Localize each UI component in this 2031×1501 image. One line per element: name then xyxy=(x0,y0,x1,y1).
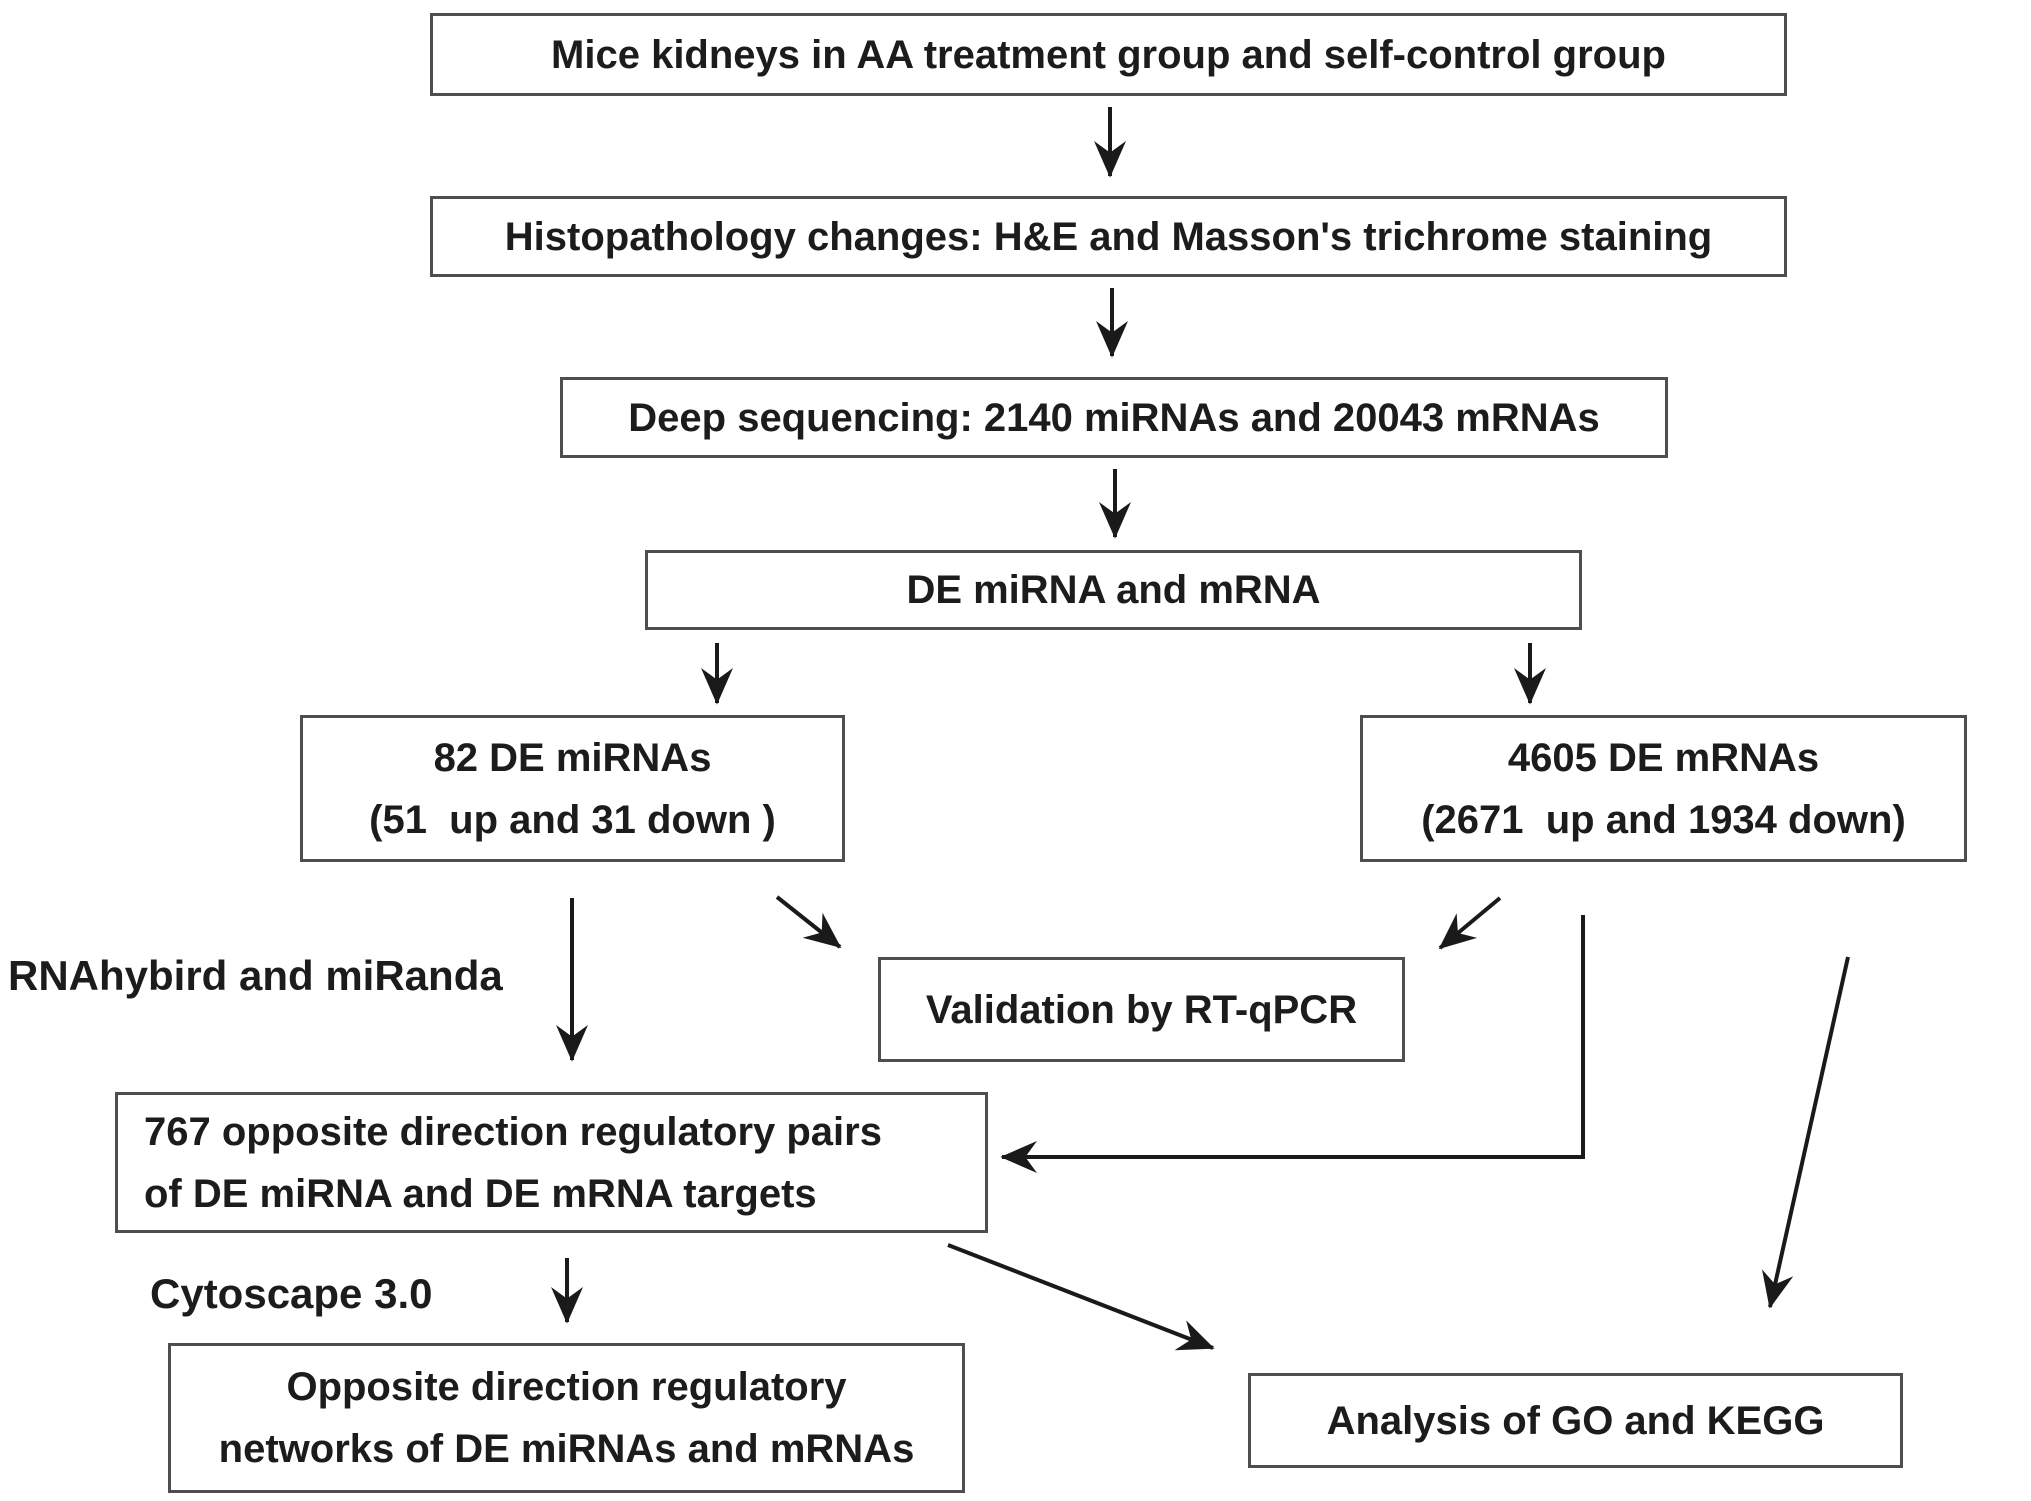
node-deep-sequencing: Deep sequencing: 2140 miRNAs and 20043 m… xyxy=(560,377,1668,458)
arrow-mirnas-to-validation xyxy=(775,895,842,949)
node-82-de-mirnas-line2: (51 up and 31 down ) xyxy=(369,797,776,842)
edge-label-rnahybird-miranda: RNAhybird and miRanda xyxy=(8,952,503,999)
arrow-pairs-to-go-kegg xyxy=(947,1243,1215,1351)
node-767-regulatory-pairs-line1: 767 opposite direction regulatory pairs xyxy=(144,1109,882,1154)
node-4605-de-mrnas-line2: (2671 up and 1934 down) xyxy=(1421,797,1906,842)
node-mice-kidneys-label: Mice kidneys in AA treatment group and s… xyxy=(551,32,1666,77)
node-4605-de-mrnas: 4605 DE mRNAs (2671 up and 1934 down) xyxy=(1360,715,1967,862)
node-mice-kidneys: Mice kidneys in AA treatment group and s… xyxy=(430,13,1787,96)
node-validation-rtqpcr-label: Validation by RT-qPCR xyxy=(925,987,1358,1032)
node-histopathology-label: Histopathology changes: H&E and Masson's… xyxy=(504,214,1713,259)
arrow-mrnas-to-go-kegg xyxy=(1761,956,1850,1309)
node-de-mirna-mrna-label: DE miRNA and mRNA xyxy=(906,568,1321,612)
node-4605-de-mrnas-line1: 4605 DE mRNAs xyxy=(1507,735,1820,780)
node-validation-rtqpcr: Validation by RT-qPCR xyxy=(878,957,1405,1062)
node-767-regulatory-pairs-line2: of DE miRNA and DE mRNA targets xyxy=(144,1171,817,1216)
node-regulatory-networks: Opposite direction regulatory networks o… xyxy=(168,1343,965,1493)
node-767-regulatory-pairs: 767 opposite direction regulatory pairs … xyxy=(115,1092,988,1233)
node-deep-sequencing-label: Deep sequencing: 2140 miRNAs and 20043 m… xyxy=(628,395,1600,440)
node-go-kegg-analysis: Analysis of GO and KEGG xyxy=(1248,1373,1903,1468)
node-regulatory-networks-line2: networks of DE miRNAs and mRNAs xyxy=(218,1427,915,1471)
edge-label-cytoscape: Cytoscape 3.0 xyxy=(150,1270,433,1317)
node-de-mirna-mrna: DE miRNA and mRNA xyxy=(645,550,1582,630)
node-histopathology: Histopathology changes: H&E and Masson's… xyxy=(430,196,1787,277)
node-regulatory-networks-line1: Opposite direction regulatory xyxy=(286,1365,847,1409)
node-go-kegg-analysis-label: Analysis of GO and KEGG xyxy=(1326,1398,1825,1443)
node-82-de-mirnas: 82 DE miRNAs (51 up and 31 down ) xyxy=(300,715,845,862)
node-82-de-mirnas-line1: 82 DE miRNAs xyxy=(433,735,712,780)
arrow-mrnas-to-validation xyxy=(1438,896,1502,950)
